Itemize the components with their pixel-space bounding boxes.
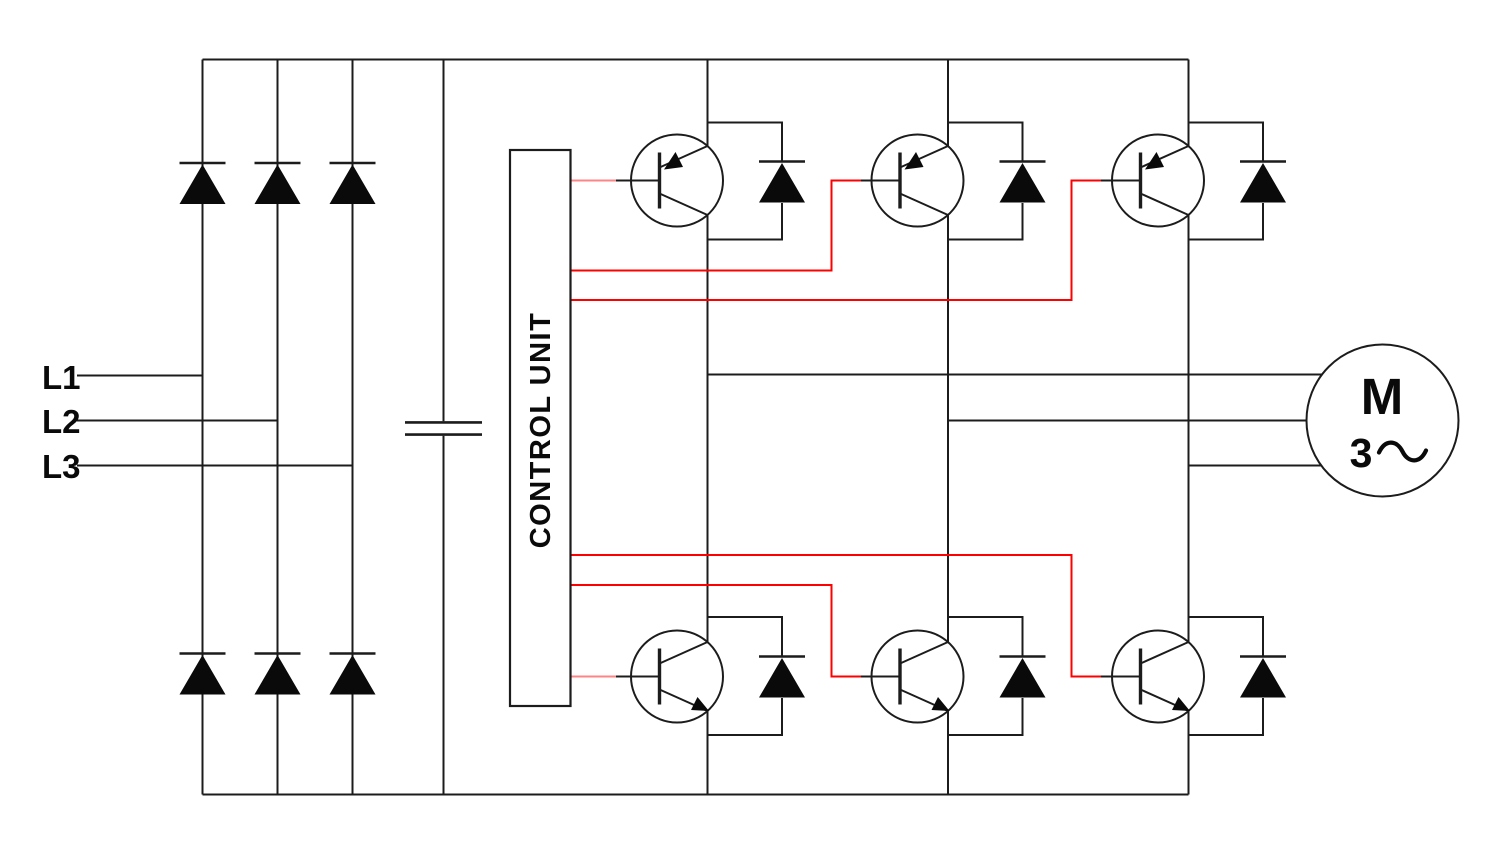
freewheel-loop-top-3	[1188, 121, 1264, 241]
freewheel-diode	[1238, 655, 1288, 699]
freewheel-diode	[757, 655, 807, 699]
motor-phase-count: 3	[1350, 430, 1373, 476]
control-unit-label: CONTROL UNIT	[525, 312, 557, 549]
rectifier-diode	[178, 652, 227, 696]
input-label-l2: L2	[42, 403, 81, 440]
gate-wire-top-3	[570, 179, 1101, 301]
rectifier-diode	[253, 161, 302, 206]
gate-wire-bottom-2	[570, 584, 861, 678]
transistor-bottom-3	[1110, 628, 1206, 725]
input-labels: L1 L2 L3	[42, 359, 81, 485]
freewheel-loop-bottom-3	[1188, 616, 1264, 736]
transistor-bottom-2	[869, 628, 966, 725]
inverter-transistors	[629, 132, 1206, 725]
control-wires	[570, 179, 1101, 678]
rectifier-diode	[178, 161, 227, 206]
freewheel-diode	[757, 160, 807, 204]
control-wire-stubs	[570, 179, 616, 678]
motor: M 3	[1305, 343, 1460, 498]
gate-wire-bottom-3	[570, 554, 1101, 678]
transistor-top-3	[1110, 132, 1206, 229]
input-label-l3: L3	[42, 448, 81, 485]
ac-wave-icon	[1376, 440, 1429, 463]
rectifier-diode	[328, 652, 377, 696]
gate-wire-top-2	[570, 179, 861, 272]
motor-label: M	[1361, 368, 1403, 425]
freewheel-diode	[998, 160, 1047, 204]
rectifier-diode	[328, 161, 377, 206]
control-unit: CONTROL UNIT	[508, 148, 572, 708]
freewheel-diode	[1238, 160, 1288, 204]
freewheel-diode	[998, 655, 1047, 699]
freewheel-loop-top-2	[948, 121, 1024, 241]
rectifier-diode	[253, 652, 302, 696]
freewheel-loop-bottom-1	[707, 616, 783, 736]
freewheel-loop-bottom-2	[948, 616, 1024, 736]
transistor-top-2	[869, 132, 966, 229]
transistor-top-1	[629, 132, 725, 229]
dc-link-capacitor	[405, 421, 482, 436]
freewheel-loop-top-1	[707, 121, 783, 241]
transistor-bottom-1	[629, 628, 725, 725]
control-unit-box	[508, 148, 572, 708]
input-label-l1: L1	[42, 359, 81, 396]
